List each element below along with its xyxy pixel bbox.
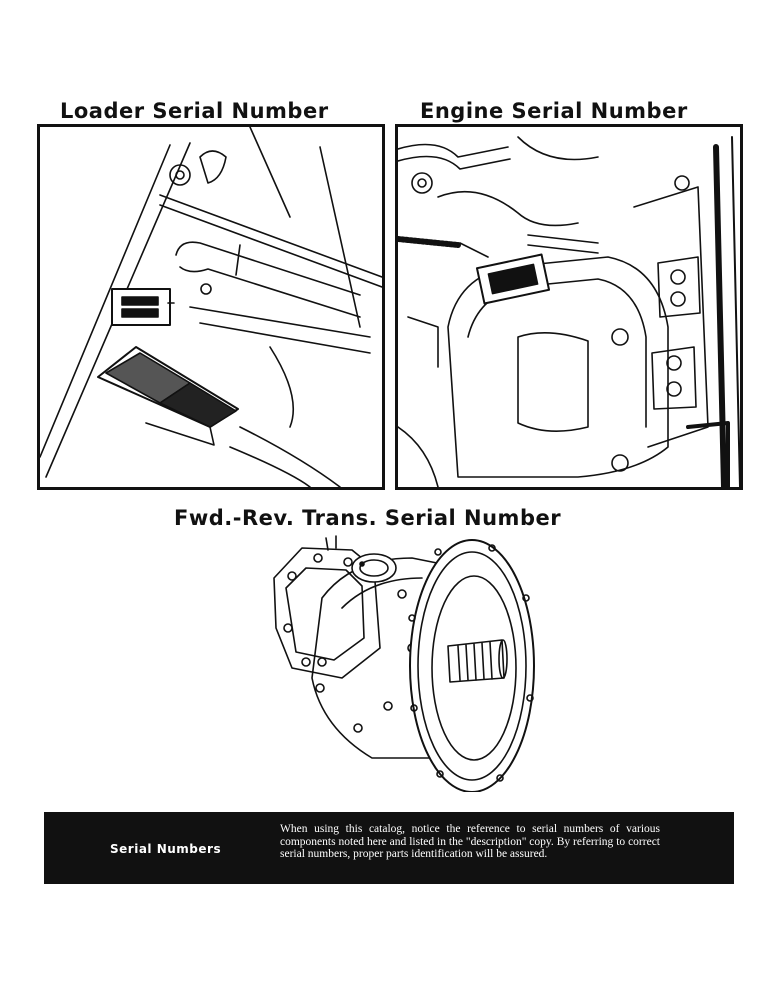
note-text: When using this catalog, notice the refe… — [280, 823, 660, 860]
engine-serial-heading: Engine Serial Number — [420, 99, 688, 123]
serial-numbers-note: Serial Numbers When using this catalog, … — [44, 812, 734, 884]
transmission-serial-heading: Fwd.-Rev. Trans. Serial Number — [174, 506, 562, 530]
loader-serial-illustration — [37, 124, 385, 490]
transmission-serial-illustration — [262, 528, 544, 792]
loader-serial-heading: Loader Serial Number — [60, 99, 329, 123]
engine-serial-illustration — [395, 124, 743, 490]
note-title: Serial Numbers — [110, 842, 222, 856]
